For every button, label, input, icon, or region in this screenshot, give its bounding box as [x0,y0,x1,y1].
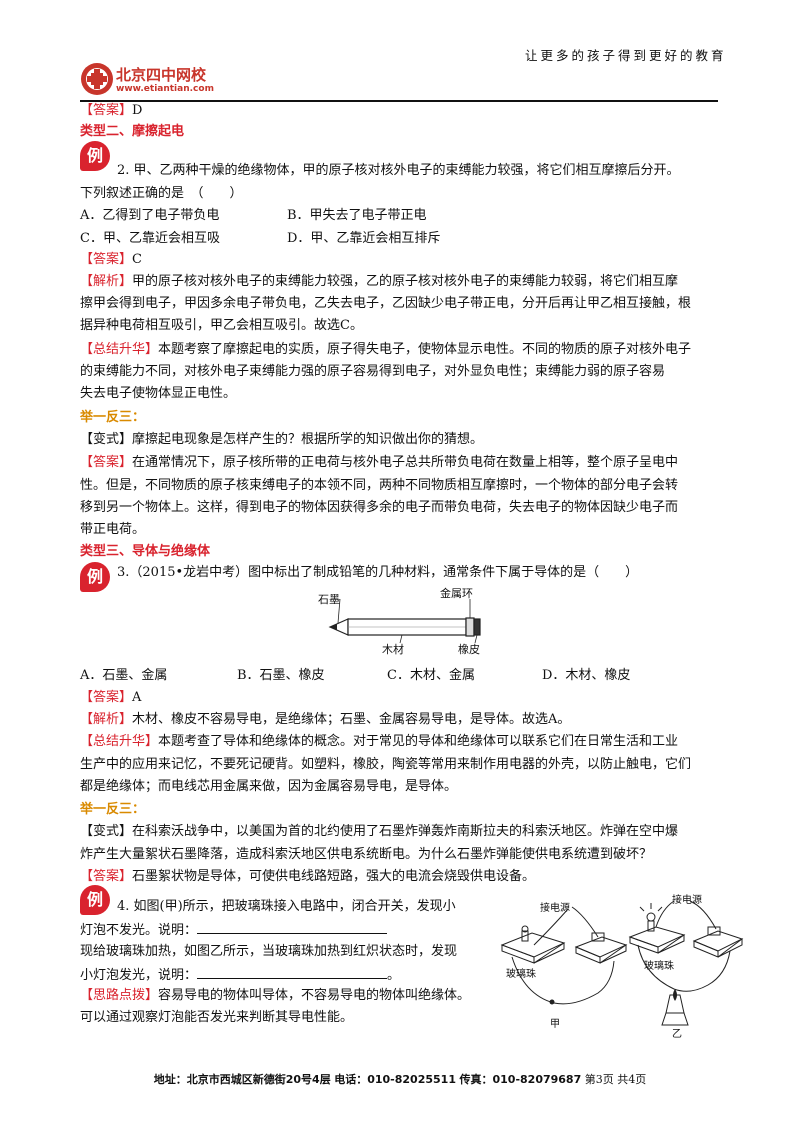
footer-phone: 电话：010-82025511 [334,1073,456,1086]
section-type3: 类型三、导体与绝缘体 [80,544,211,559]
q3-option-d: D．木材、橡皮 [542,668,631,683]
logo-name: 北京四中网校 [116,66,207,84]
label-bead-b: 玻璃珠 [644,961,674,972]
label-metal-ring: 金属环 [440,587,473,600]
example-badge: 例 [80,141,110,171]
circuit-icon [500,900,744,1026]
answer-q1: 【答案】D [80,103,143,118]
slogan: 让更多的孩子得到更好的教育 [525,48,727,63]
variant-1-answer-2: 性。但是，不同物质的原子核束缚电子的本领不同，两种不同物质相互摩擦时，一个物体的… [80,478,679,493]
q2-option-b: B．甲失去了电子带正电 [287,208,427,223]
footer: 地址：北京市西城区新德街20号4层 电话：010-82025511 传真：010… [0,1071,800,1087]
q3-stem: 3.（2015•龙岩中考）图中标出了制成铅笔的几种材料，通常条件下属于导体的是（… [117,565,639,580]
practice-heading: 举一反三： [80,410,146,425]
variant-1-answer-3: 移到另一个物体上。这样，得到电子的物体因获得多余的电子而带负电荷，失去电子的物体… [80,500,679,515]
analysis-q2-3: 据异种电荷相互吸引，甲乙会相互吸引。故选C。 [80,318,363,333]
variant-1-answer-4: 带正电荷。 [80,522,146,537]
label-rubber: 橡皮 [458,643,480,656]
label-graphite: 石墨 [318,593,340,606]
answer-q2: 【答案】C [80,252,142,267]
q4-stem-4: 小灯泡发光，说明：。 [80,964,400,986]
answer-blank[interactable] [197,964,388,979]
pencil-icon [328,598,481,644]
logo-icon [80,62,114,96]
summary-q3-3: 都是绝缘体；而电线芯用金属来做，因为金属容易导电，是导体。 [80,779,458,794]
example-badge: 例 [80,885,110,915]
label-power-b: 接电源 [672,895,702,906]
q4-stem-3: 现给玻璃珠加热，如图乙所示，当玻璃珠加热到红炽状态时，发现 [80,944,458,959]
label-bead-a: 玻璃珠 [506,969,536,980]
section-type2: 类型二、摩擦起电 [80,124,185,139]
q3-option-c: C．木材、金属 [387,668,475,683]
q3-option-b: B．石墨、橡皮 [237,668,325,683]
label-fig-a: 甲 [550,1019,560,1030]
q2-stem-2: 下列叙述正确的是 （ ） [80,186,243,201]
summary-q2-2: 的束缚能力不同，对核外电子束缚能力强的原子容易得到电子，对外显负电性；束缚能力弱… [80,364,666,379]
footer-address: 地址：北京市西城区新德街20号4层 [153,1073,331,1086]
header-rule [80,100,718,102]
summary-q3-2: 生产中的应用来记忆，不要死记硬背。如塑料，橡胶，陶瓷等常用来制作用电器的外壳，以… [80,757,692,772]
practice-heading: 举一反三： [80,802,146,817]
q2-option-d: D．甲、乙靠近会相互排斥 [287,231,441,246]
hint-q4: 【思路点拨】容易导电的物体叫导体，不容易导电的物体叫绝缘体。 [80,988,471,1003]
q3-option-a: A．石墨、金属 [80,668,168,683]
analysis-q3: 【解析】木材、橡皮不容易导电，是绝缘体；石墨、金属容易导电，是导体。故选A。 [80,712,571,727]
q2-option-a: A．乙得到了电子带负电 [80,208,220,223]
label-fig-b: 乙 [672,1029,682,1040]
label-wood: 木材 [382,643,404,656]
q4-stem-2: 灯泡不发光。说明： [80,919,388,941]
answer-q3: 【答案】A [80,690,142,705]
answer-blank[interactable] [197,919,388,934]
variant-1: 【变式】摩擦起电现象是怎样产生的？根据所学的知识做出你的猜想。 [80,432,484,447]
label-power-a: 接电源 [540,903,570,914]
circuit-figure: 接电源 玻璃珠 甲 接电源 玻璃珠 乙 [494,885,754,1040]
analysis-q2-2: 擦甲会得到电子，甲因多余电子带负电，乙失去电子，乙因缺少电子带正电，分开后再让甲… [80,296,692,311]
q2-option-c: C．甲、乙靠近会相互吸 [80,231,220,246]
variant-1-answer: 【答案】在通常情况下，原子核所带的正电荷与核外电子总共所带负电荷在数量上相等，整… [80,455,679,470]
example-badge: 例 [80,562,110,592]
footer-fax: 传真：010-82079687 [459,1073,582,1086]
q4-stem: 4. 如图(甲)所示，把玻璃珠接入电路中，闭合开关，发现小 [117,899,456,914]
summary-q2-3: 失去电子使物体显正电性。 [80,386,237,401]
variant-2: 【变式】在科索沃战争中，以美国为首的北约使用了石墨炸弹轰炸南斯拉夫的科索沃地区。… [80,824,679,839]
q2-stem: 2. 甲、乙两种干燥的绝缘物体，甲的原子核对核外电子的束缚能力较强，将它们相互摩… [117,163,680,178]
footer-page: 第3页 共4页 [584,1073,647,1086]
summary-q3: 【总结升华】本题考查了导体和绝缘体的概念。对于常见的导体和绝缘体可以联系它们在日… [80,734,679,749]
variant-2-2: 炸产生大量絮状石墨降落，造成科索沃地区供电系统断电。为什么石墨炸弹能使供电系统遭… [80,847,653,862]
summary-q2: 【总结升华】本题考察了摩擦起电的实质，原子得失电子，使物体显示电性。不同的物质的… [80,342,692,357]
logo-url: www.etiantian.com [116,84,214,94]
variant-2-answer: 【答案】石墨絮状物是导体，可使供电线路短路，强大的电流会烧毁供电设备。 [80,869,536,884]
pencil-figure: 石墨 金属环 木材 橡皮 [310,585,500,660]
analysis-q2: 【解析】甲的原子核对核外电子的束缚能力较强，乙的原子核对核外电子的束缚能力较弱，… [80,274,679,289]
hint-q4-2: 可以通过观察灯泡能否发光来判断其导电性能。 [80,1010,354,1025]
